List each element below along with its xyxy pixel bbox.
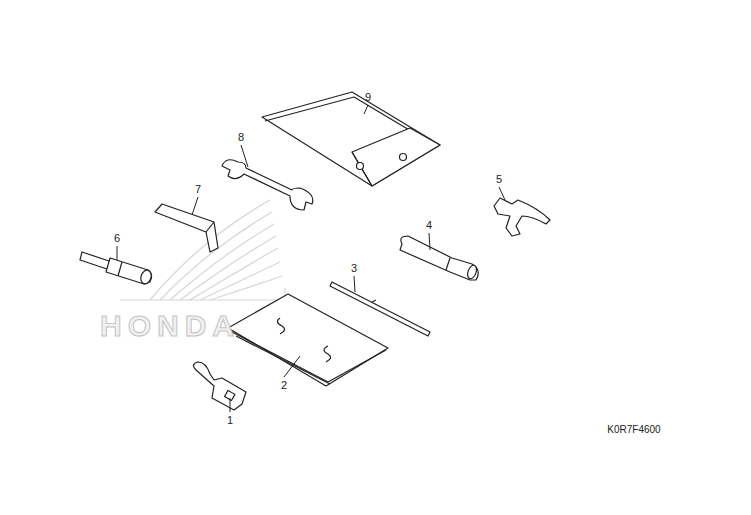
watermark: HONDA: [100, 310, 240, 342]
hook-wrench: [494, 198, 550, 236]
owners-manual: [228, 294, 388, 386]
screwdriver-handle: [400, 236, 478, 280]
callout-number: 9: [365, 91, 371, 103]
callout-number: 2: [281, 379, 287, 391]
callout-number: 7: [195, 183, 201, 195]
callout-number: 6: [114, 232, 120, 244]
tire-lever: [155, 204, 218, 252]
callout-number: 8: [238, 131, 244, 143]
tool-pouch: [262, 92, 440, 186]
figure-code: K0R7F4600: [607, 424, 660, 436]
fuse-puller: [193, 362, 246, 410]
wing-logo: [120, 200, 285, 300]
callout-number: 5: [496, 173, 502, 185]
callout-number: 1: [227, 414, 233, 426]
callout-number: 4: [426, 219, 432, 231]
callout-number: 3: [351, 262, 357, 274]
open-end-wrench: [222, 160, 313, 210]
leader-lines: [117, 105, 505, 412]
